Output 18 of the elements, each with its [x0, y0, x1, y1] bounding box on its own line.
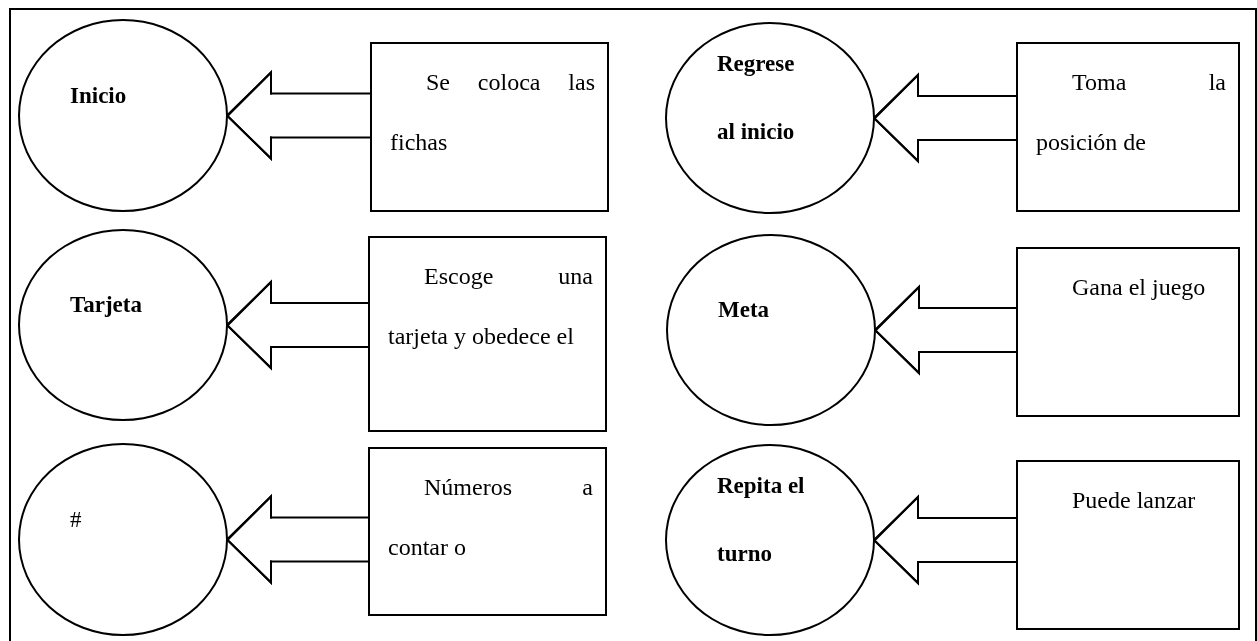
callout-text: Se coloca las fichas [390, 68, 595, 157]
callout-box [368, 447, 607, 616]
ellipse-label: Meta [718, 296, 771, 324]
ellipse-label: Inicio [70, 81, 128, 110]
ellipse-label: Regrese al inicio [717, 50, 796, 146]
callout-text: Gana el juego [1071, 273, 1207, 302]
callout-text: Números a contar o [388, 473, 593, 562]
ellipse-label: Tarjeta [70, 291, 143, 319]
callout-text: Puede lanzar [1071, 486, 1197, 515]
callout-box [370, 42, 609, 212]
ellipse-label: # [70, 505, 83, 534]
callout-text: Escoge una tarjeta y obedece el [388, 262, 593, 351]
callout-box [1016, 42, 1240, 212]
ellipse-label: Repita el turno [717, 472, 806, 568]
callout-box [1016, 247, 1240, 417]
callout-box [1016, 460, 1240, 630]
callout-box [368, 236, 607, 432]
callout-text: Toma la posición de [1036, 68, 1226, 157]
